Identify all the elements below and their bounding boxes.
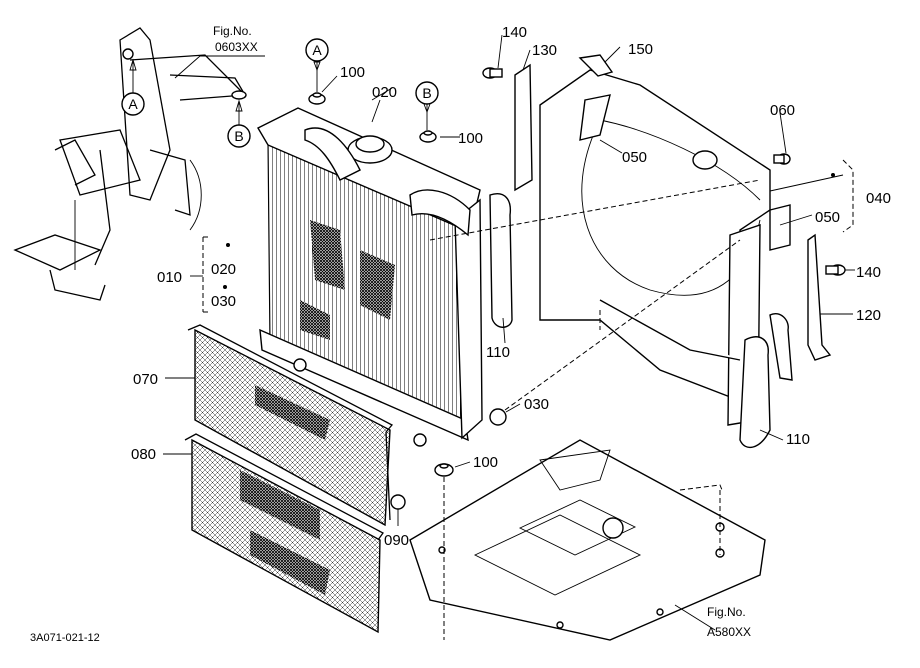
callout-030-right: 030 xyxy=(524,396,549,413)
frame-bracket-group xyxy=(13,27,247,301)
callout-130: 130 xyxy=(532,42,557,59)
under-cover-plate xyxy=(409,439,766,641)
callout-110-left: 110 xyxy=(486,344,510,361)
callout-100-bottom: 100 xyxy=(473,454,498,471)
hose-150 xyxy=(578,54,614,77)
callout-080: 080 xyxy=(131,446,156,463)
connector-b-upper-label: B xyxy=(422,85,431,101)
connector-a-lower-label: A xyxy=(128,96,138,112)
connector-markers xyxy=(129,58,431,114)
callout-150: 150 xyxy=(628,41,653,58)
callout-050-top: 050 xyxy=(622,149,647,166)
leader-lines xyxy=(132,34,855,631)
connector-b-lower-label: B xyxy=(234,128,243,144)
drain-cock xyxy=(489,408,507,426)
connector-b-upper xyxy=(415,81,439,105)
bullet-010-lower xyxy=(223,285,227,289)
fig-ref-top-number: 0603XX xyxy=(215,40,258,54)
callout-100-mid: 100 xyxy=(458,130,483,147)
bolts xyxy=(482,67,846,276)
callout-050-right: 050 xyxy=(815,209,840,226)
fig-ref-bottom-label: Fig.No. xyxy=(707,605,746,619)
bracket-130 xyxy=(514,63,533,192)
bullet-040 xyxy=(831,173,835,177)
rubber-seal-right xyxy=(739,336,771,449)
bracket-120 xyxy=(807,233,832,361)
drawing-code: 3A071-021-12 xyxy=(30,632,100,644)
connector-b-lower xyxy=(227,124,251,148)
callout-020-left: 020 xyxy=(211,261,236,278)
connector-a-upper xyxy=(305,38,329,62)
reference-lines xyxy=(202,159,854,640)
radiator-assembly xyxy=(257,99,507,447)
callout-010: 010 xyxy=(157,269,182,286)
callout-140-top: 140 xyxy=(502,24,527,41)
callout-060: 060 xyxy=(770,102,795,119)
fig-ref-bottom-number: A580XX xyxy=(707,625,751,639)
screen-lower xyxy=(191,438,381,634)
callout-040: 040 xyxy=(866,190,891,207)
callout-110-right: 110 xyxy=(786,431,810,448)
fig-ref-top-label: Fig.No. xyxy=(213,24,252,38)
connector-a-upper-label: A xyxy=(312,42,322,58)
callout-030-left: 030 xyxy=(211,293,236,310)
callout-100-top: 100 xyxy=(340,64,365,81)
callout-070: 070 xyxy=(133,371,158,388)
connector-a-lower xyxy=(121,92,145,116)
bullet-010-upper xyxy=(226,243,230,247)
callout-020-top: 020 xyxy=(372,84,397,101)
fan-shroud xyxy=(539,69,791,426)
callout-090: 090 xyxy=(384,532,409,549)
callout-140-right: 140 xyxy=(856,264,881,281)
callout-120: 120 xyxy=(856,307,881,324)
screen-assembly xyxy=(184,324,406,634)
screen-upper xyxy=(194,328,391,527)
cushion-parts xyxy=(308,92,454,477)
rubber-seal-left xyxy=(489,193,513,328)
